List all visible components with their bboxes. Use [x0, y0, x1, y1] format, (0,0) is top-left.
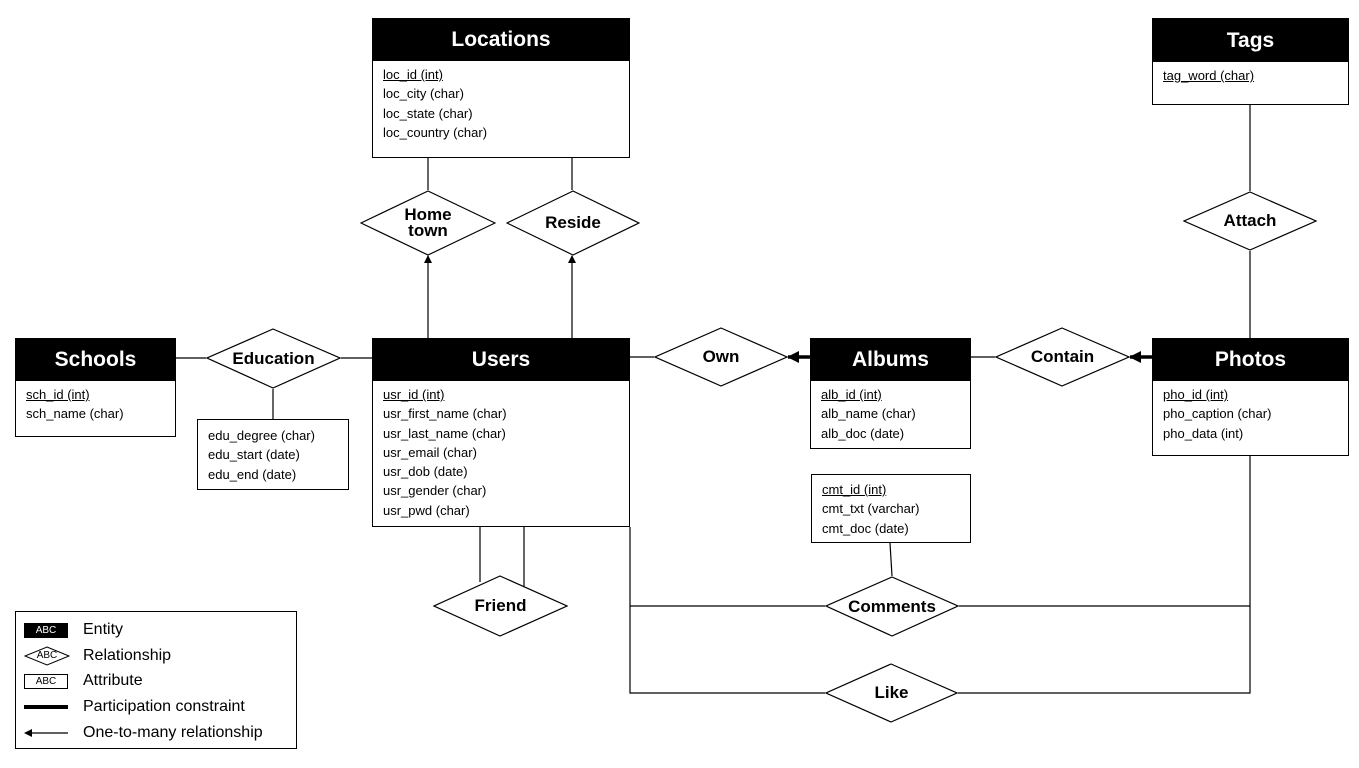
relationship-like: Like	[825, 663, 958, 723]
attribute-primary-key: alb_id (int)	[821, 387, 882, 402]
legend-entity: ABC Entity	[24, 620, 123, 640]
attribute-primary-key: cmt_id (int)	[822, 482, 887, 497]
relationship-attach-label: Attach	[1223, 211, 1277, 230]
legend-one-to-many-label: One-to-many relationship	[83, 724, 263, 741]
legend-relationship: ABC Relationship	[24, 646, 171, 666]
relationship-own: Own	[654, 327, 788, 387]
relationship-comments-label: Comments	[848, 596, 936, 616]
entity-users-attributes: usr_id (int) usr_first_name (char) usr_l…	[373, 381, 629, 524]
attribute-primary-key: sch_id (int)	[26, 387, 90, 402]
entity-schools-attributes: sch_id (int) sch_name (char)	[16, 381, 175, 428]
entity-tags: Tags tag_word (char)	[1152, 18, 1349, 105]
attribute: cmt_txt (varchar)	[822, 501, 920, 517]
relationship-reside: Reside	[506, 190, 640, 256]
attribute: usr_pwd (char)	[383, 502, 470, 518]
legend: ABC Entity ABC Relationship ABC Attribut…	[15, 611, 297, 749]
attribute-primary-key: pho_id (int)	[1163, 387, 1229, 402]
legend-attribute: ABC Attribute	[24, 671, 143, 691]
comments-photos-edge	[959, 456, 1251, 607]
entity-albums-name: Albums	[811, 339, 970, 381]
relationship-like-label: Like	[874, 683, 909, 702]
attribute: usr_gender (char)	[383, 483, 487, 499]
relationship-contain: Contain	[995, 327, 1130, 387]
legend-participation: Participation constraint	[24, 697, 245, 717]
attribute-primary-key: usr_id (int)	[383, 387, 445, 402]
entity-locations-name: Locations	[373, 19, 629, 61]
relationship-reside-label: Reside	[545, 213, 601, 232]
relationship-education: Education	[206, 328, 341, 389]
relationship-own-label: Own	[702, 347, 740, 366]
entity-schools-name: Schools	[16, 339, 175, 381]
attribute: alb_doc (date)	[821, 425, 905, 441]
users-like-edge	[629, 606, 825, 694]
legend-attribute-label: Attribute	[83, 672, 143, 689]
relationship-friend-label: Friend	[474, 596, 527, 615]
attribute: pho_data (int)	[1163, 425, 1244, 441]
entity-tags-attributes: tag_word (char)	[1153, 62, 1348, 89]
attribute: pho_caption (char)	[1163, 406, 1272, 422]
entity-albums: Albums alb_id (int) alb_name (char) alb_…	[810, 338, 971, 449]
attribute: usr_email (char)	[383, 444, 477, 460]
attribute-primary-key: tag_word (char)	[1163, 68, 1255, 83]
attribute: alb_name (char)	[821, 406, 916, 422]
attribute: loc_state (char)	[383, 105, 473, 121]
comments-attr-edge	[889, 542, 893, 577]
legend-one-to-many-arrow-icon	[24, 729, 68, 737]
relationship-hometown: Home town	[360, 190, 496, 256]
attribute: edu_degree (char)	[208, 428, 315, 443]
legend-relationship-symbol: ABC	[24, 646, 70, 666]
attribute: loc_country (char)	[383, 124, 488, 140]
attribute: usr_first_name (char)	[383, 406, 507, 422]
entity-photos-name: Photos	[1153, 339, 1348, 381]
relationship-hometown-label: Home town	[404, 205, 452, 240]
legend-relationship-symbol-text: ABC	[36, 650, 58, 661]
entity-users-name: Users	[373, 339, 629, 381]
entity-photos-attributes: pho_id (int) pho_caption (char) pho_data…	[1153, 381, 1348, 447]
relationship-education-label: Education	[232, 348, 315, 368]
legend-entity-label: Entity	[83, 621, 124, 638]
entity-photos: Photos pho_id (int) pho_caption (char) p…	[1152, 338, 1349, 456]
relationship-contain-label: Contain	[1030, 347, 1095, 366]
legend-one-to-many: One-to-many relationship	[24, 723, 263, 743]
entity-albums-attributes: alb_id (int) alb_name (char) alb_doc (da…	[811, 381, 970, 447]
attribute-primary-key: loc_id (int)	[383, 67, 443, 82]
like-photos-edge	[958, 606, 1251, 694]
attribute: usr_dob (date)	[383, 464, 468, 480]
attribute: edu_end (date)	[208, 466, 297, 482]
attribute: cmt_doc (date)	[822, 520, 909, 536]
attribute: usr_last_name (char)	[383, 425, 506, 441]
entity-tags-name: Tags	[1153, 19, 1348, 62]
entity-schools: Schools sch_id (int) sch_name (char)	[15, 338, 176, 437]
attribute: sch_name (char)	[26, 406, 124, 422]
education-attributes: edu_degree (char) edu_start (date) edu_e…	[197, 419, 349, 490]
users-comments-edge	[629, 527, 825, 607]
entity-locations: Locations loc_id (int) loc_city (char) l…	[372, 18, 630, 158]
attribute: loc_city (char)	[383, 86, 464, 102]
legend-participation-label: Participation constraint	[83, 698, 245, 715]
entity-users: Users usr_id (int) usr_first_name (char)…	[372, 338, 630, 527]
relationship-comments: Comments	[825, 576, 959, 637]
comments-attributes: cmt_id (int) cmt_txt (varchar) cmt_doc (…	[811, 474, 971, 543]
legend-entity-symbol: ABC	[24, 622, 68, 638]
relationship-friend: Friend	[433, 575, 568, 637]
attribute: edu_start (date)	[208, 447, 300, 463]
entity-locations-attributes: loc_id (int) loc_city (char) loc_state (…	[373, 61, 629, 146]
legend-participation-symbol	[24, 705, 68, 709]
legend-relationship-label: Relationship	[83, 647, 172, 664]
legend-attribute-symbol: ABC	[24, 673, 68, 689]
relationship-attach: Attach	[1183, 191, 1317, 251]
